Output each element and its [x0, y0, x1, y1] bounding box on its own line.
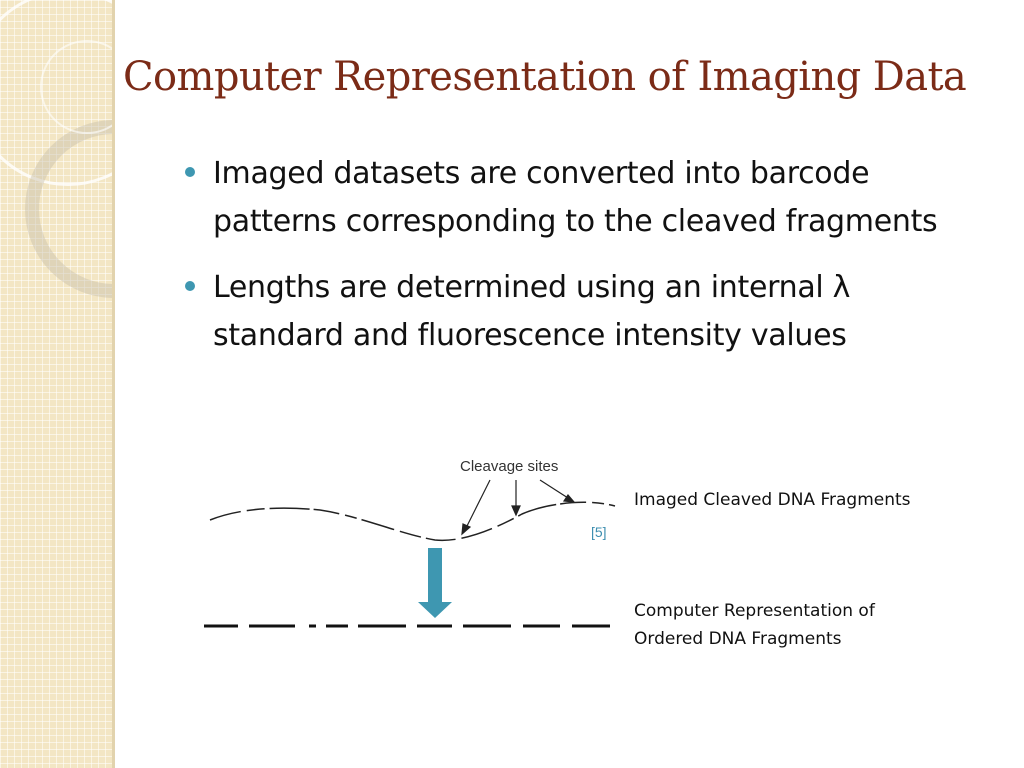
slide-title: Computer Representation of Imaging Data	[123, 54, 967, 100]
computer-representation-caption-line2: Ordered DNA Fragments	[634, 629, 842, 649]
bullet-text: Imaged datasets are converted into barco…	[213, 156, 938, 239]
pointer-arrows	[461, 479, 576, 536]
bullet-item: Lengths are determined using an internal…	[185, 264, 985, 360]
computer-representation-caption-line1: Computer Representation of	[634, 601, 875, 621]
dna-diagram: Cleavage sites [5]	[204, 458, 616, 628]
bullet-icon	[185, 167, 195, 177]
decorative-sidebar	[0, 0, 112, 768]
cleavage-sites-label: Cleavage sites	[460, 458, 558, 475]
dna-strand	[209, 501, 616, 542]
citation-label: [5]	[591, 524, 607, 540]
arrow-down-icon	[418, 548, 452, 618]
bullet-list: Imaged datasets are converted into barco…	[185, 150, 985, 378]
bullet-item: Imaged datasets are converted into barco…	[185, 150, 985, 246]
bullet-text: Lengths are determined using an internal…	[213, 270, 851, 353]
imaged-fragments-caption: Imaged Cleaved DNA Fragments	[634, 490, 911, 510]
bullet-icon	[185, 281, 195, 291]
sidebar-divider	[112, 0, 115, 768]
